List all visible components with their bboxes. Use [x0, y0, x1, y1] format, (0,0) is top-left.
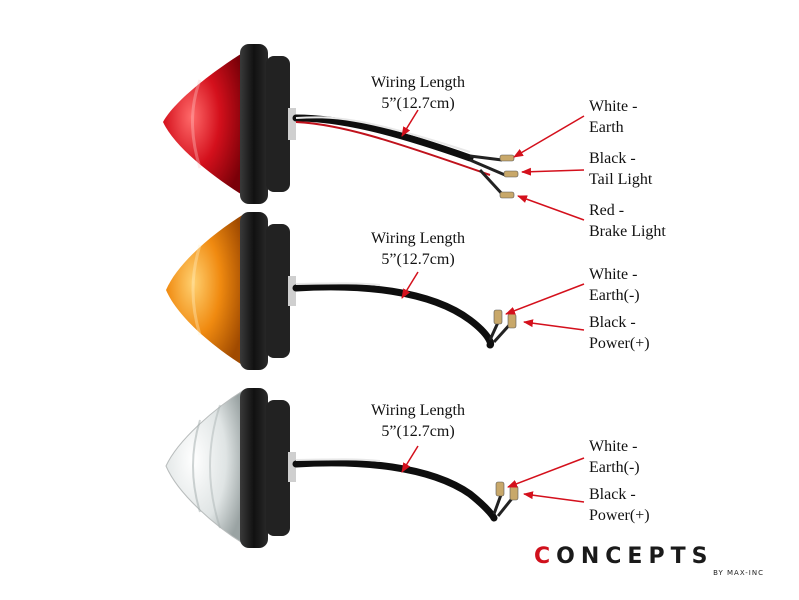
wire-label-line2: Earth(-) [589, 459, 640, 476]
housing-bezel [240, 44, 268, 204]
arrow-black-red [521, 167, 585, 176]
arrow-black-amber [523, 319, 585, 331]
lamp-clear [165, 388, 519, 548]
wire-label-line2: Power(+) [589, 335, 650, 352]
wiring-length-label-red: Wiring Length 5”(12.7cm) [358, 72, 478, 114]
wire-bundle [292, 459, 498, 522]
logo-subtitle: BY MAX-INC [713, 569, 764, 577]
wire-black [469, 158, 506, 177]
wire-label-line2: Power(+) [589, 507, 650, 524]
wire-bundle [292, 283, 495, 349]
lens-amber [166, 214, 244, 366]
wiring-length-value: 5”(12.7cm) [381, 423, 455, 440]
concepts-logo: CONCEPTS BY MAX-INC [534, 544, 770, 584]
wiring-length-title: Wiring Length [371, 402, 465, 419]
wire-label-white-amber: White - Earth(-) [589, 264, 640, 306]
lamp-amber [166, 212, 517, 370]
wire-label-black-amber: Black - Power(+) [589, 312, 650, 354]
lens-clear [165, 389, 245, 545]
wiring-length-value: 5”(12.7cm) [381, 95, 455, 112]
callout-arrows [401, 109, 585, 503]
wire-label-line1: Black - [589, 486, 636, 503]
wire-label-line2: Earth [589, 119, 624, 136]
wire-label-line1: Red - [589, 202, 625, 219]
wire-bundle [292, 114, 474, 162]
housing-base [288, 108, 296, 140]
wire-label-white-clear: White - Earth(-) [589, 436, 640, 478]
housing-bezel [240, 212, 268, 370]
wire-red [478, 168, 505, 197]
housing-bezel [240, 388, 268, 548]
arrow-wiring-amber [401, 271, 419, 299]
arrow-wiring-clear [401, 445, 419, 473]
wire-label-red-red: Red - Brake Light [589, 200, 666, 242]
wire-label-line2: Tail Light [589, 171, 653, 188]
arrow-red-red [517, 195, 585, 221]
housing-gasket [266, 224, 290, 358]
wire-label-line1: White - [589, 266, 638, 283]
wiring-length-label-clear: Wiring Length 5”(12.7cm) [358, 400, 478, 442]
wire-label-black-clear: Black - Power(+) [589, 484, 650, 526]
wiring-length-value: 5”(12.7cm) [381, 251, 455, 268]
wiring-length-title: Wiring Length [371, 230, 465, 247]
logo-wordmark: CONCEPTS [534, 544, 714, 569]
wire-label-line1: White - [589, 438, 638, 455]
wire-label-black-red: Black - Tail Light [589, 148, 652, 190]
housing-base [288, 276, 296, 306]
wire-label-line1: Black - [589, 314, 636, 331]
wire-label-line1: White - [589, 98, 638, 115]
housing-gasket [266, 400, 290, 536]
wire-label-line2: Earth(-) [589, 287, 640, 304]
wire-label-line2: Brake Light [589, 223, 666, 240]
housing-gasket [266, 56, 290, 192]
lamp-red [163, 44, 519, 204]
arrow-white-clear [507, 457, 585, 488]
wire-label-line1: Black - [589, 150, 636, 167]
wiring-length-label-amber: Wiring Length 5”(12.7cm) [358, 228, 478, 270]
arrow-white-amber [505, 283, 585, 315]
housing-base [288, 452, 296, 482]
arrow-white-red [513, 115, 585, 158]
wire-label-white-red: White - Earth [589, 96, 637, 138]
arrow-wiring-red [401, 109, 419, 137]
wiring-length-title: Wiring Length [371, 74, 465, 91]
wire-white [469, 154, 503, 162]
arrow-black-clear [523, 491, 585, 503]
lens-red [163, 52, 244, 196]
